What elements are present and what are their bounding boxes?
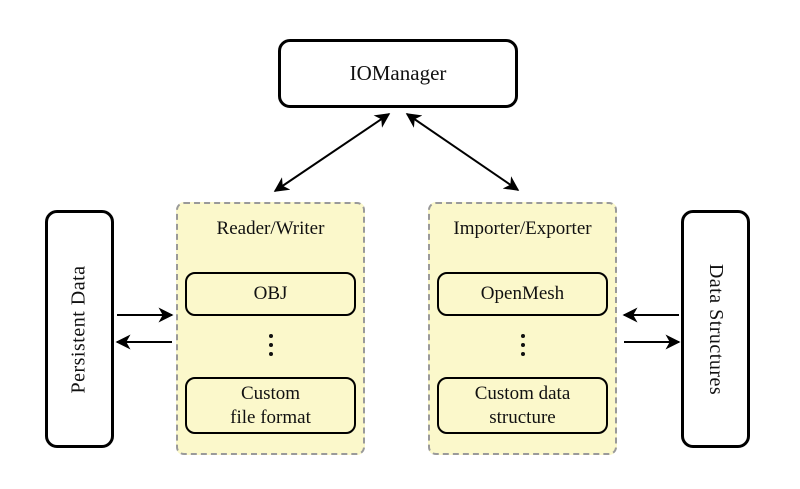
ellipsis-dot [268, 352, 273, 356]
reader-writer-title: Reader/Writer [216, 218, 325, 239]
openmesh-label: OpenMesh [480, 283, 565, 305]
custom-data-structure-line2: structure [489, 406, 556, 428]
arrow-iomanager-importerexporter [405, 113, 520, 191]
custom-data-structure-box: Custom data structure [437, 377, 608, 434]
custom-file-format-line2: file format [230, 406, 311, 428]
arrow-iomanager-readerwriter [273, 113, 391, 192]
ellipsis-dot [268, 334, 273, 338]
vertical-ellipsis-icon [178, 334, 363, 356]
importer-exporter-panel: Importer/Exporter OpenMesh Custom data s… [428, 202, 617, 455]
obj-box: OBJ [185, 272, 356, 316]
obj-label: OBJ [253, 283, 288, 305]
importer-exporter-title: Importer/Exporter [453, 218, 592, 239]
persistent-data-label: Persistent Data [68, 264, 90, 394]
reader-writer-panel: Reader/Writer OBJ Custom file format [176, 202, 365, 455]
openmesh-box: OpenMesh [437, 272, 608, 316]
custom-file-format-line1: Custom [240, 383, 301, 405]
custom-file-format-box: Custom file format [185, 377, 356, 434]
data-structures-box: Data Structures [681, 210, 750, 448]
data-structures-label: Data Structures [705, 263, 728, 395]
custom-data-structure-line1: Custom data [474, 383, 571, 405]
iomanager-box: IOManager [278, 39, 518, 108]
persistent-data-box: Persistent Data [45, 210, 114, 448]
ellipsis-dot [268, 343, 273, 347]
vertical-ellipsis-icon [430, 334, 615, 356]
ellipsis-dot [520, 352, 525, 356]
iomanager-label: IOManager [349, 61, 447, 85]
ellipsis-dot [520, 343, 525, 347]
ellipsis-dot [520, 334, 525, 338]
